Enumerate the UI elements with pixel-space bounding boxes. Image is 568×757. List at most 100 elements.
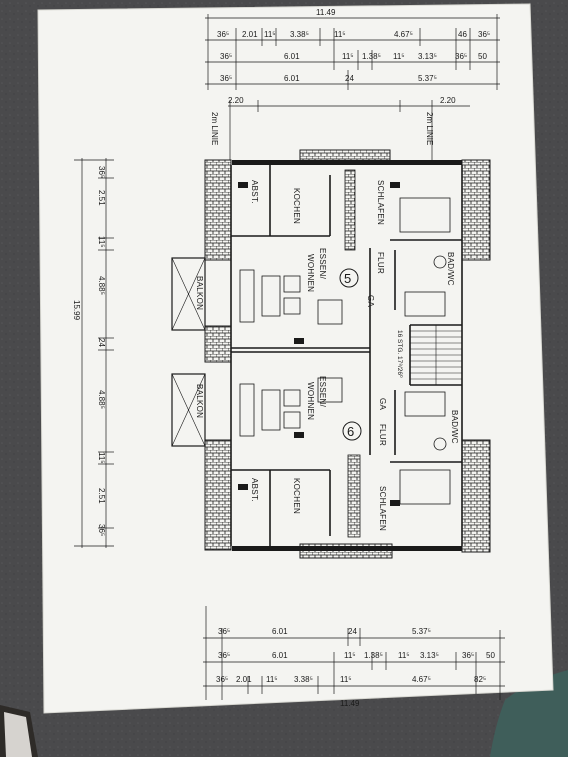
- dim-label: 2.51: [97, 488, 106, 504]
- staircase: [410, 325, 462, 385]
- linie-right-label: 2m LINIE: [425, 112, 434, 145]
- balcony-5: [171, 257, 206, 331]
- dim-label: 82⁵: [474, 675, 486, 684]
- dim-label: 50: [486, 651, 495, 660]
- wall-hatched: [344, 169, 356, 251]
- room-label: SCHLAFEN: [376, 180, 385, 225]
- unit-number: 5: [344, 271, 351, 286]
- dim-label: 46: [458, 30, 467, 39]
- dim-label: 5.37⁵: [418, 74, 437, 83]
- balcony-6: [171, 373, 206, 447]
- room-label: GA: [366, 295, 375, 308]
- dim-label: 11⁵: [97, 236, 106, 248]
- dim-label: 36⁵: [216, 675, 228, 684]
- wall-hatched: [204, 325, 232, 363]
- dim-label: 4.67⁵: [394, 30, 413, 39]
- unit-5-marker: [339, 268, 359, 288]
- dim-label: 3.13⁵: [418, 52, 437, 61]
- dim-label: 24: [348, 627, 357, 636]
- bottom-total-dim: 11.49: [340, 699, 360, 708]
- dim-label: 11⁵: [398, 651, 410, 660]
- dim-label: 36⁵: [218, 651, 230, 660]
- room-label: WOHNEN: [306, 254, 315, 292]
- bottom-dimension-chains: [203, 606, 505, 700]
- dim-label: 4.88⁵: [97, 276, 106, 295]
- dim-label: 36⁵: [217, 30, 229, 39]
- room-label: BALKON: [195, 276, 204, 310]
- room-label: FLUR: [378, 424, 387, 446]
- top-dimension-chains: [205, 14, 500, 160]
- wall-hatched: [461, 439, 491, 553]
- dim-label: 36⁵: [220, 52, 232, 61]
- dim-label: 36⁵: [97, 524, 106, 536]
- dim-label: 11⁵: [342, 52, 354, 61]
- dim-label: 6.01: [272, 651, 288, 660]
- dim-label: 36⁵: [97, 166, 106, 178]
- cushion: [490, 670, 568, 757]
- dim-label: 11⁵: [340, 675, 352, 684]
- stairs-label: 16 STG. 17⁸/26⁰: [396, 330, 404, 378]
- room-label: BAD/WC: [450, 410, 459, 444]
- wall: [232, 160, 462, 165]
- room-label: ESSEN/: [318, 248, 327, 280]
- dim-label: 24: [345, 74, 354, 83]
- dim-label: 11⁵: [266, 675, 278, 684]
- dim-label: 3.13⁵: [420, 651, 439, 660]
- furniture: [239, 197, 451, 505]
- dim-label: 3.38⁵: [294, 675, 313, 684]
- dim-label: 6.01: [284, 74, 300, 83]
- dim-label: 11⁵: [344, 651, 356, 660]
- wall-hatched: [347, 454, 361, 538]
- wall-hatched: [204, 439, 232, 551]
- dim-label: 4.88⁵: [97, 390, 106, 409]
- dim-label: 1.38⁵: [364, 651, 383, 660]
- dim-label: 2.51: [97, 190, 106, 206]
- top-total-dim: 11.49: [316, 8, 336, 17]
- room-label: ABST.: [250, 180, 259, 204]
- dim-label: 5.37⁵: [412, 627, 431, 636]
- dim-label: 24: [97, 338, 106, 347]
- unit-number: 6: [347, 424, 354, 439]
- room-label: FLUR: [376, 252, 385, 274]
- dim-label: 1.38⁵: [362, 52, 381, 61]
- wall-hatched: [204, 159, 232, 261]
- dim-label: 2.01: [242, 30, 258, 39]
- dim-label: 36⁵: [462, 651, 474, 660]
- left-total-dim: 15.99: [72, 300, 81, 321]
- dim-label: 2.01: [236, 675, 252, 684]
- dim-label: 6.01: [284, 52, 300, 61]
- left-dimension-chain: [74, 158, 114, 548]
- room-labels-unit-6: 6 ABST. KOCHEN ESSEN/ WOHNEN BALKON SCHL…: [195, 376, 459, 531]
- room-label: BALKON: [195, 384, 204, 418]
- room-label: WOHNEN: [306, 382, 315, 420]
- wall-hatched: [461, 159, 491, 261]
- room-label: ABST.: [250, 478, 259, 502]
- left-dimension-labels: 15.99 36⁵ 2.51 11⁵ 4.88⁵ 24 4.88⁵ 11⁵ 2.…: [72, 166, 106, 536]
- dim-label: 2.20: [228, 96, 244, 105]
- dim-label: 2.20: [440, 96, 456, 105]
- dim-label: 6.01: [272, 627, 288, 636]
- room-label: SCHLAFEN: [378, 486, 387, 531]
- dim-label: 11⁵: [97, 452, 106, 464]
- dim-label: 3.38⁵: [290, 30, 309, 39]
- room-label: ESSEN/: [318, 376, 327, 408]
- bottom-dimension-labels: 36⁵ 6.01 24 5.37⁵ 36⁵ 6.01 11⁵ 1.38⁵ 11⁵…: [216, 627, 495, 708]
- room-label: KOCHEN: [292, 188, 301, 224]
- frame-glass: [4, 712, 32, 757]
- room-labels-unit-5: 5 ABST. KOCHEN ESSEN/ WOHNEN BALKON SCHL…: [195, 180, 455, 310]
- paper-sheet: [38, 4, 553, 713]
- dim-label: 4.67⁵: [412, 675, 431, 684]
- dim-label: 36⁵: [220, 74, 232, 83]
- floor-plan: [171, 149, 491, 559]
- dim-label: 36⁵: [218, 627, 230, 636]
- room-label: KOCHEN: [292, 478, 301, 514]
- room-label: GA: [378, 398, 387, 411]
- top-dimension-labels: 11.49 36⁵ 2.01 11⁵ 3.38⁵ 11⁵ 4.67⁵ 46 36…: [210, 8, 490, 145]
- dim-label: 50: [478, 52, 487, 61]
- dim-label: 36⁵: [478, 30, 490, 39]
- dim-label: 11⁵: [334, 30, 346, 39]
- wall: [232, 546, 462, 551]
- dim-label: 11⁵: [264, 30, 276, 39]
- unit-6-marker: [342, 421, 362, 441]
